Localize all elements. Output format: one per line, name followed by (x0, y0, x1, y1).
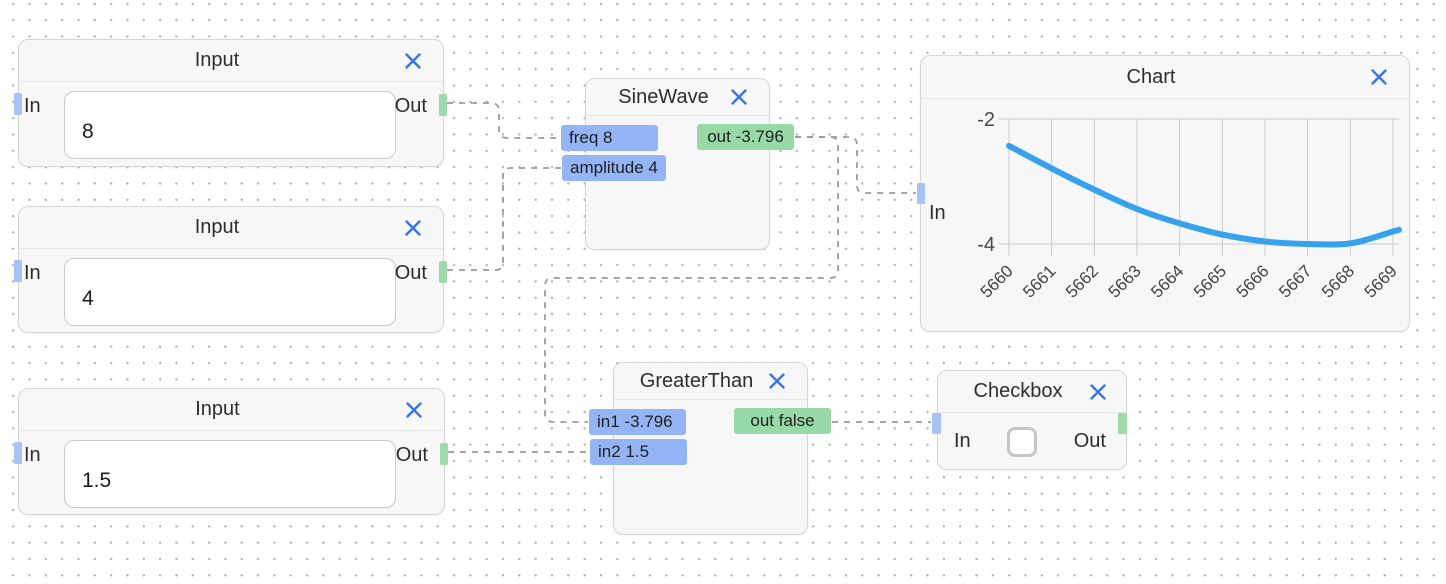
checkbox-control[interactable] (1007, 426, 1038, 457)
node-greaterthan[interactable]: GreaterThan in1 -3.796 in2 1.5 out false (589, 362, 831, 535)
out-label: Out (1073, 430, 1106, 452)
node-header[interactable]: GreaterThan (614, 363, 807, 400)
in-label: In (929, 202, 946, 224)
node-title: Input (194, 216, 240, 238)
node-input-2[interactable]: Input In Out (14, 206, 447, 333)
in-label: In (24, 95, 41, 117)
input-socket-amplitude[interactable]: amplitude 4 (562, 155, 666, 181)
close-icon[interactable] (729, 87, 749, 107)
node-body: In Out (14, 249, 447, 333)
output-port[interactable] (439, 261, 447, 283)
x-tick-label: 5668 (1318, 261, 1358, 301)
out-label: Out (394, 95, 427, 117)
node-header[interactable]: Input (19, 207, 443, 249)
y-tick-label: -2 (977, 109, 995, 131)
node-title: Input (194, 49, 240, 71)
node-header[interactable]: SineWave (586, 79, 769, 116)
node-input-3[interactable]: Input In Out (14, 388, 448, 515)
node-header[interactable]: Chart (921, 56, 1409, 99)
input-port[interactable] (917, 183, 925, 204)
node-title: Checkbox (973, 380, 1063, 402)
input-socket-in2[interactable]: in2 1.5 (590, 439, 687, 465)
node-header[interactable]: Input (19, 389, 444, 431)
x-tick-label: 5667 (1275, 261, 1315, 301)
x-tick-label: 5669 (1361, 261, 1401, 301)
node-title: Input (195, 398, 240, 420)
input-port[interactable] (932, 413, 941, 434)
chart-line (1006, 142, 1402, 248)
node-title: Chart (1126, 65, 1176, 88)
input-port[interactable] (14, 93, 22, 115)
output-port[interactable] (439, 94, 447, 116)
input-socket-freq[interactable]: freq 8 (561, 125, 658, 151)
node-header[interactable]: Input (19, 40, 443, 82)
x-tick-label: 5660 (977, 261, 1017, 301)
output-socket-out[interactable]: out -3.796 (697, 124, 794, 150)
input-port[interactable] (14, 260, 22, 282)
y-tick-label: -4 (977, 234, 995, 256)
x-tick-label: 5664 (1147, 261, 1187, 301)
close-icon[interactable] (403, 218, 423, 238)
node-header[interactable]: Checkbox (938, 371, 1126, 413)
output-socket-out[interactable]: out false (734, 408, 831, 434)
output-port[interactable] (1118, 413, 1127, 434)
close-icon[interactable] (404, 400, 424, 420)
node-input-1[interactable]: Input In Out (14, 39, 447, 167)
output-port[interactable] (440, 443, 448, 465)
in-label: In (24, 262, 41, 284)
node-body: In Out (938, 413, 1126, 470)
wire-input1.Out-to-sinewave.freq[interactable] (447, 102, 560, 139)
close-icon[interactable] (767, 371, 787, 391)
value-input[interactable] (64, 258, 396, 326)
value-input[interactable] (64, 91, 396, 159)
node-checkbox[interactable]: Checkbox In Out (932, 370, 1127, 470)
x-tick-label: 5663 (1105, 261, 1145, 301)
x-tick-label: 5662 (1062, 261, 1102, 301)
in-label: In (954, 430, 971, 452)
x-tick-label: 5661 (1019, 261, 1059, 301)
input-socket-in1[interactable]: in1 -3.796 (589, 409, 686, 435)
node-body: In Out (14, 82, 447, 167)
node-sinewave[interactable]: SineWave freq 8 amplitude 4 out -3.796 (561, 78, 794, 250)
x-tick-label: 5666 (1233, 261, 1273, 301)
out-label: Out (394, 262, 427, 284)
out-label: Out (395, 444, 428, 466)
node-body: In Out (14, 431, 448, 515)
wire-input2.Out-to-sinewave.amplitude[interactable] (447, 167, 561, 271)
value-input[interactable] (64, 440, 396, 508)
input-port[interactable] (14, 442, 22, 464)
node-title: SineWave (618, 85, 709, 108)
in-label: In (24, 444, 41, 466)
close-icon[interactable] (1088, 382, 1108, 402)
node-title: GreaterThan (639, 369, 754, 392)
wire-sinewave.out-to-chart.In[interactable] (795, 136, 916, 194)
x-tick-label: 5665 (1190, 261, 1230, 301)
close-icon[interactable] (1369, 67, 1389, 87)
close-icon[interactable] (403, 51, 423, 71)
